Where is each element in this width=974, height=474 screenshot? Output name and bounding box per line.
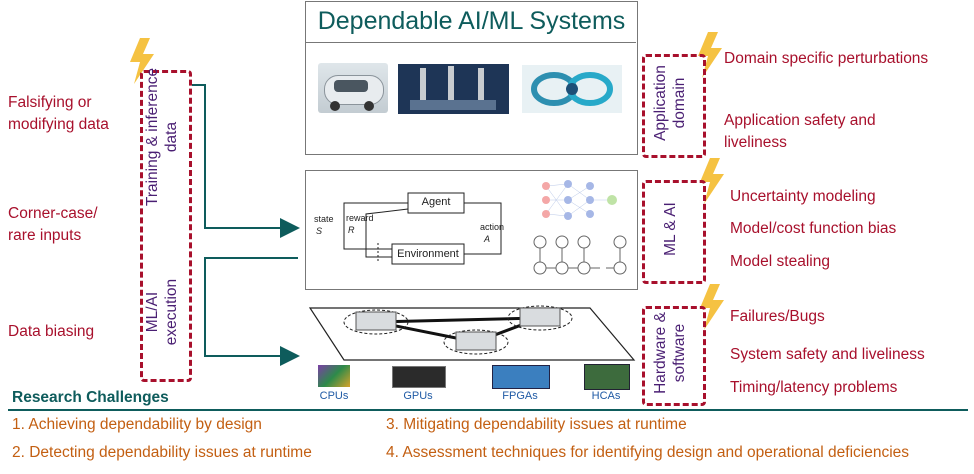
mlai-label: ML & AI [662, 202, 679, 256]
gpu-icon [392, 366, 446, 388]
mlai-item: Model stealing [730, 253, 830, 270]
devops-loop-image [522, 65, 622, 113]
application-item: Domain specific perturbations [724, 50, 929, 67]
research-item: 2. Detecting dependability issues at run… [12, 444, 312, 461]
left-dashed-group [140, 70, 192, 382]
application-item: Application safety and liveliness [724, 112, 876, 151]
research-item: 4. Assessment techniques for identifying… [386, 444, 910, 461]
robot-arms-image [398, 64, 509, 114]
research-heading: Research Challenges [12, 389, 169, 406]
training-arrow [192, 84, 300, 238]
lightning-icon [130, 38, 154, 84]
research-item: 1. Achieving dependability by design [12, 416, 262, 433]
markov-chain-diagram [533, 235, 627, 275]
hardware-software-label: Hardware & software [652, 312, 688, 394]
left-challenge: Falsifying or modifying data [8, 94, 109, 133]
reward-symbol: R [348, 225, 355, 235]
left-challenge: Corner-case/ rare inputs [8, 205, 98, 244]
lightning-icon [700, 284, 724, 330]
research-item: 3. Mitigating dependability issues at ru… [386, 416, 687, 433]
state-label: state [314, 214, 334, 224]
mlai-dashed-group [642, 180, 706, 284]
application-dashed-group [642, 54, 706, 158]
cpu-label: CPUs [319, 390, 349, 402]
gpu-label: GPUs [403, 390, 433, 402]
fpga-label: FPGAs [502, 390, 538, 402]
hardware-item: Timing/latency problems [730, 379, 898, 396]
agent-label: Agent [421, 196, 451, 208]
hardware-cluster-diagram [308, 305, 636, 361]
environment-label: Environment [397, 248, 459, 260]
hardware-item: System safety and liveliness [730, 346, 925, 363]
fpga-icon [492, 365, 550, 389]
hca-icon [584, 364, 630, 390]
training-data-label: Training & inference data [144, 67, 180, 207]
lightning-icon [700, 158, 724, 204]
neural-network-diagram [542, 180, 617, 220]
cpu-icon [318, 365, 350, 387]
page-title: Dependable AI/ML Systems [317, 7, 626, 35]
application-domain-label: Application domain [652, 65, 688, 141]
mlai-item: Model/cost function bias [730, 220, 897, 237]
hardware-dashed-group [642, 306, 706, 406]
reward-label: reward [346, 213, 374, 223]
execution-arrow [204, 257, 300, 366]
rl-loop-diagram [343, 192, 502, 265]
rl-diagram-box [305, 170, 638, 290]
autonomous-vehicle-image [318, 63, 388, 113]
hardware-item: Failures/Bugs [730, 308, 825, 325]
action-label: action [480, 222, 505, 232]
action-symbol: A [484, 234, 491, 244]
mlai-item: Uncertainty modeling [730, 188, 876, 205]
title-divider [306, 42, 636, 43]
lightning-icon [698, 32, 722, 78]
hca-label: HCAs [591, 390, 621, 402]
left-challenge: Data biasing [8, 323, 95, 340]
execution-label: ML/AI execution [144, 278, 180, 346]
state-symbol: S [316, 226, 323, 236]
